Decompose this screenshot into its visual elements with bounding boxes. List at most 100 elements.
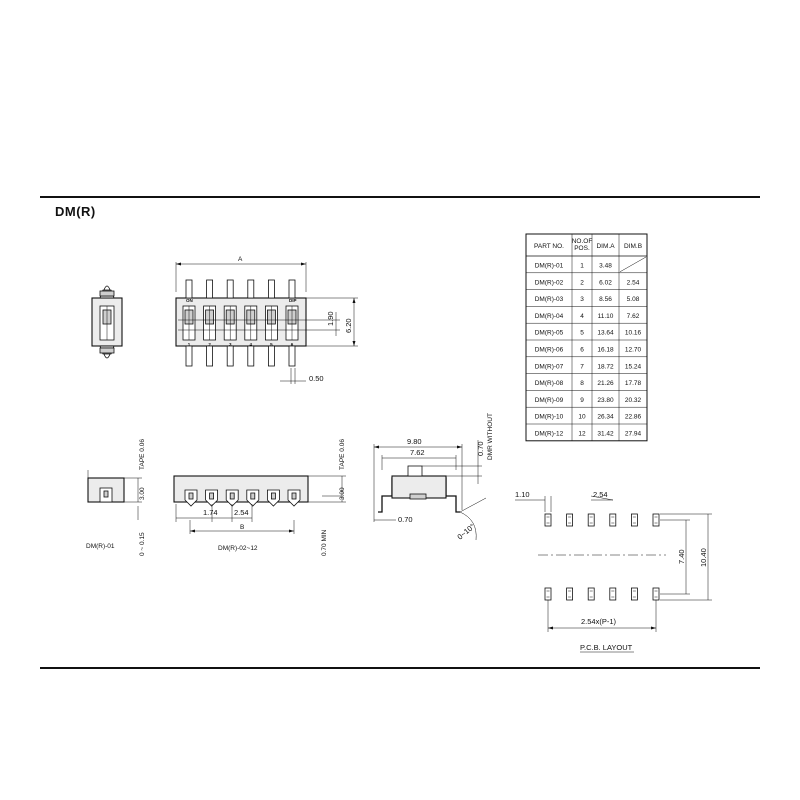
pcb-pad bbox=[631, 587, 638, 601]
table-cell: DM(R)-02 bbox=[535, 279, 564, 286]
table-cell: DM(R)-01 bbox=[535, 263, 564, 270]
switch-number: 3 bbox=[229, 342, 232, 347]
pcb-layout: 1.10 2.54 7.40 10.40 2.54x(P-1) P.C.B. L… bbox=[515, 490, 712, 653]
switch-number: 6 bbox=[291, 342, 294, 347]
terminal-pin bbox=[185, 345, 193, 367]
dim-070-min-label: 0.70 MIN bbox=[321, 529, 328, 556]
dim-254-side-label: 2.54 bbox=[234, 508, 249, 517]
table-header-cell: POS. bbox=[574, 245, 590, 252]
table-cell: 5.08 bbox=[627, 296, 640, 303]
table-cell: 26.34 bbox=[597, 414, 614, 421]
table-cell: 10 bbox=[578, 414, 586, 421]
dim-620-label: 6.20 bbox=[344, 318, 353, 333]
pcb-pad bbox=[609, 513, 617, 527]
table-header-cell: DIM.B bbox=[624, 243, 642, 250]
angle-label: 0~10° bbox=[456, 522, 477, 542]
foot-lead bbox=[270, 492, 276, 500]
table-cell: 27.94 bbox=[625, 431, 642, 438]
table-cell: DM(R)-05 bbox=[535, 330, 564, 337]
switch-number: 5 bbox=[270, 342, 273, 347]
pcb-pad bbox=[609, 587, 617, 601]
table-cell: DM(R)-08 bbox=[535, 380, 564, 387]
table-header-cell: NO.OF bbox=[572, 238, 593, 245]
dim-190-label: 1.90 bbox=[326, 311, 335, 326]
switch-number: 2 bbox=[208, 342, 211, 347]
table-cell: 9 bbox=[580, 397, 584, 404]
table-cell: 18.72 bbox=[597, 363, 614, 370]
terminal-pin bbox=[247, 279, 255, 299]
table-header-cell: DIM.A bbox=[596, 243, 615, 250]
table-cell: DM(R)-10 bbox=[535, 414, 564, 421]
terminal-pin bbox=[226, 345, 234, 367]
table-cell: 12 bbox=[578, 431, 586, 438]
dim-070-top-label: 0.70 bbox=[476, 441, 485, 456]
table-cell: 31.42 bbox=[597, 431, 614, 438]
table-cell: DM(R)-06 bbox=[535, 347, 564, 354]
table-cell: 7 bbox=[580, 363, 584, 370]
table-cell: 20.32 bbox=[625, 397, 642, 404]
table-cell: 2 bbox=[580, 279, 584, 286]
top-divider-line bbox=[40, 196, 760, 198]
table-cell: DM(R)-04 bbox=[535, 313, 564, 320]
pcb-pad bbox=[587, 513, 595, 527]
multi-switch-side-view: TAPE 0.06 3.00 0.70 MIN 1.74 2.54 B DM(R… bbox=[173, 439, 346, 556]
table-cell: 3 bbox=[580, 296, 584, 303]
caption-single: DM(R)-01 bbox=[86, 543, 115, 550]
terminal-pin bbox=[288, 345, 296, 367]
switch-number: 4 bbox=[250, 342, 253, 347]
table-cell: 13.64 bbox=[597, 330, 614, 337]
pcb-pad bbox=[587, 587, 595, 601]
table-cell: 2.54 bbox=[627, 279, 640, 286]
bottom-divider-line bbox=[40, 667, 760, 669]
pcb-pad bbox=[566, 513, 573, 527]
dim-070-bottom-label: 0.70 bbox=[398, 515, 413, 524]
foot-lead bbox=[229, 492, 235, 500]
table-frame bbox=[525, 233, 648, 442]
table-cell: 22.86 bbox=[625, 414, 642, 421]
dim-pitch-label: 2.54x(P-1) bbox=[581, 617, 617, 626]
single-switch-top-view bbox=[91, 285, 123, 359]
table-cell: 8.56 bbox=[599, 296, 612, 303]
pcb-pad bbox=[652, 587, 660, 601]
table-cell: 16.18 bbox=[597, 347, 614, 354]
dim-1040-label: 10.40 bbox=[699, 548, 708, 567]
table-cell: 12.70 bbox=[625, 347, 642, 354]
terminal-pin bbox=[185, 279, 193, 299]
pcb-pad bbox=[544, 513, 552, 527]
dim-980-label: 9.80 bbox=[407, 437, 422, 446]
dmr-without-label: DMR WITHOUT bbox=[487, 413, 494, 460]
pcb-pad bbox=[652, 513, 660, 527]
dim-762-label: 7.62 bbox=[410, 448, 425, 457]
pcb-pad bbox=[566, 587, 573, 601]
pcb-pad bbox=[544, 587, 552, 601]
section-heading: DM(R) bbox=[55, 204, 96, 219]
foot-lead bbox=[291, 492, 297, 500]
pcb-pad bbox=[631, 513, 638, 527]
table-cell: 3.48 bbox=[599, 263, 612, 270]
terminal-pin bbox=[247, 345, 255, 367]
table-cell: 17.78 bbox=[625, 380, 642, 387]
terminal-pin bbox=[226, 279, 234, 299]
dim-a-label: A bbox=[238, 256, 243, 263]
terminal-pin bbox=[206, 279, 214, 299]
table-cell: 21.26 bbox=[597, 380, 614, 387]
table-cell: 5 bbox=[580, 330, 584, 337]
dim-110-label: 1.10 bbox=[515, 490, 530, 499]
foot-lead bbox=[209, 492, 215, 500]
terminal-pin bbox=[267, 279, 275, 299]
table-cell: DM(R)-09 bbox=[535, 397, 564, 404]
terminal-pin bbox=[288, 279, 296, 299]
pcb-caption: P.C.B. LAYOUT bbox=[580, 643, 633, 652]
dim-254-pcb-label: 2.54 bbox=[593, 490, 608, 499]
dim-300-left-label: 3.00 bbox=[139, 487, 146, 500]
dim-015-label: 0 ~ 0.15 bbox=[139, 532, 146, 556]
table-cell: DM(R)-12 bbox=[535, 431, 564, 438]
table-cell: DM(R)-03 bbox=[535, 296, 564, 303]
table-cell: 4 bbox=[580, 313, 584, 320]
table-cell: DM(R)-07 bbox=[535, 363, 564, 370]
dim-740-label: 7.40 bbox=[677, 549, 686, 564]
dim-050-label: 0.50 bbox=[309, 374, 324, 383]
on-label: ON bbox=[186, 298, 193, 303]
